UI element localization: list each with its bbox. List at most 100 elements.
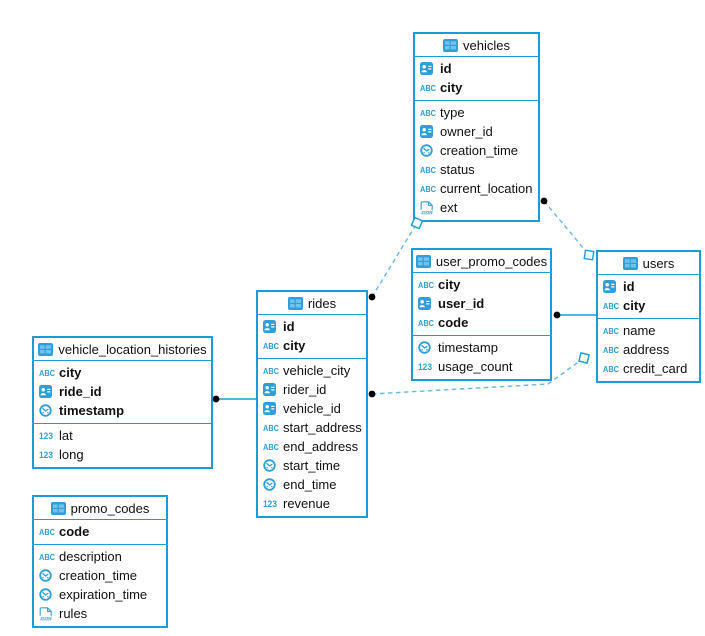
svg-text:123: 123 bbox=[263, 499, 277, 509]
time-type-icon bbox=[39, 588, 59, 601]
svg-text:ABC: ABC bbox=[420, 185, 436, 194]
relationship-endpoint-dot bbox=[540, 197, 548, 205]
field-name: ride_id bbox=[59, 384, 102, 399]
field-name: revenue bbox=[283, 496, 330, 511]
field-row: 123 usage_count bbox=[413, 357, 550, 376]
field-row: JSON rules bbox=[34, 604, 166, 623]
svg-text:ABC: ABC bbox=[39, 553, 55, 562]
table-header[interactable]: rides bbox=[258, 292, 366, 315]
primary-key-section: id ABC city bbox=[258, 315, 366, 359]
field-name: ext bbox=[440, 200, 458, 215]
text-type-icon: ABC bbox=[39, 527, 59, 537]
fields-section: ABC description creation_time expiration… bbox=[34, 545, 166, 626]
svg-text:ABC: ABC bbox=[418, 281, 434, 290]
relationship-endpoint-dot bbox=[212, 395, 220, 403]
field-row: ABC address bbox=[598, 340, 699, 359]
svg-text:ABC: ABC bbox=[420, 166, 436, 175]
field-name: vehicle_city bbox=[283, 363, 351, 378]
table-node-user_promo_codes[interactable]: user_promo_codes ABC city user_id ABC co… bbox=[411, 248, 552, 381]
field-name: lat bbox=[59, 428, 73, 443]
relationship-endpoint-square bbox=[578, 352, 590, 364]
field-row: ABC city bbox=[258, 336, 366, 355]
field-row: expiration_time bbox=[34, 585, 166, 604]
table-node-users[interactable]: users id ABC city ABC name ABC bbox=[596, 250, 701, 383]
field-row: creation_time bbox=[34, 566, 166, 585]
time-type-icon bbox=[39, 569, 59, 582]
field-name: owner_id bbox=[440, 124, 493, 139]
svg-text:ABC: ABC bbox=[263, 424, 279, 433]
field-row: ABC current_location bbox=[415, 179, 538, 198]
text-type-icon: ABC bbox=[263, 442, 283, 452]
table-header[interactable]: vehicle_location_histories bbox=[34, 338, 211, 361]
time-type-icon bbox=[420, 144, 440, 157]
field-row: ABC city bbox=[34, 363, 211, 382]
time-type-icon bbox=[263, 459, 283, 472]
field-name: expiration_time bbox=[59, 587, 148, 602]
table-header[interactable]: user_promo_codes bbox=[413, 250, 550, 273]
table-node-vehicles[interactable]: vehicles id ABC city ABC type bbox=[413, 32, 540, 222]
field-row: 123 long bbox=[34, 445, 211, 464]
field-row: ABC start_address bbox=[258, 418, 366, 437]
field-name: user_id bbox=[438, 296, 485, 311]
id-badge-icon bbox=[420, 62, 440, 75]
table-header[interactable]: users bbox=[598, 252, 699, 275]
time-type-icon bbox=[418, 341, 438, 354]
relationship-endpoint-square bbox=[583, 249, 595, 261]
text-type-icon: ABC bbox=[418, 280, 438, 290]
field-name: code bbox=[59, 524, 90, 539]
field-row: ABC type bbox=[415, 103, 538, 122]
field-name: address bbox=[623, 342, 670, 357]
table-icon bbox=[50, 501, 66, 515]
table-name: users bbox=[642, 255, 675, 271]
table-icon bbox=[287, 296, 303, 310]
field-row: ABC city bbox=[413, 275, 550, 294]
svg-text:123: 123 bbox=[418, 362, 432, 372]
text-type-icon: ABC bbox=[603, 345, 623, 355]
field-row: id bbox=[598, 277, 699, 296]
field-row: ABC city bbox=[415, 78, 538, 97]
svg-text:ABC: ABC bbox=[603, 346, 619, 355]
text-type-icon: ABC bbox=[263, 423, 283, 433]
field-row: ride_id bbox=[34, 382, 211, 401]
relationship-endpoint-dot bbox=[368, 390, 376, 398]
field-row: ABC status bbox=[415, 160, 538, 179]
field-name: name bbox=[623, 323, 656, 338]
table-header[interactable]: vehicles bbox=[415, 34, 538, 57]
svg-text:ABC: ABC bbox=[603, 302, 619, 311]
table-icon bbox=[443, 38, 459, 52]
table-icon bbox=[38, 342, 54, 356]
field-row: 123 lat bbox=[34, 426, 211, 445]
table-node-promo_codes[interactable]: promo_codes ABC code ABC description cre… bbox=[32, 495, 168, 628]
fields-section: 123 lat 123 long bbox=[34, 424, 211, 467]
text-type-icon: ABC bbox=[418, 318, 438, 328]
field-row: ABC name bbox=[598, 321, 699, 340]
table-header[interactable]: promo_codes bbox=[34, 497, 166, 520]
svg-text:ABC: ABC bbox=[603, 327, 619, 336]
field-name: city bbox=[438, 277, 461, 292]
table-node-vehicle_location_histories[interactable]: vehicle_location_histories ABC city ride… bbox=[32, 336, 213, 469]
primary-key-section: id ABC city bbox=[598, 275, 699, 319]
field-name: rules bbox=[59, 606, 88, 621]
field-row: id bbox=[415, 59, 538, 78]
text-type-icon: ABC bbox=[603, 326, 623, 336]
table-node-rides[interactable]: rides id ABC city ABC vehicle_city bbox=[256, 290, 368, 518]
table-icon bbox=[622, 256, 638, 270]
number-type-icon: 123 bbox=[418, 361, 438, 372]
relationship-endpoint-dot bbox=[368, 293, 376, 301]
field-name: timestamp bbox=[438, 340, 498, 355]
id-badge-icon bbox=[263, 402, 283, 415]
relationship-endpoint-dot bbox=[553, 311, 561, 319]
field-name: type bbox=[440, 105, 465, 120]
text-type-icon: ABC bbox=[420, 184, 440, 194]
fields-section: timestamp 123 usage_count bbox=[413, 336, 550, 379]
field-row: id bbox=[258, 317, 366, 336]
table-name: promo_codes bbox=[70, 500, 150, 516]
json-type-icon: JSON bbox=[39, 606, 59, 621]
field-name: id bbox=[623, 279, 635, 294]
field-name: credit_card bbox=[623, 361, 688, 376]
field-name: start_address bbox=[283, 420, 362, 435]
field-row: end_time bbox=[258, 475, 366, 494]
field-name: creation_time bbox=[440, 143, 519, 158]
text-type-icon: ABC bbox=[39, 552, 59, 562]
